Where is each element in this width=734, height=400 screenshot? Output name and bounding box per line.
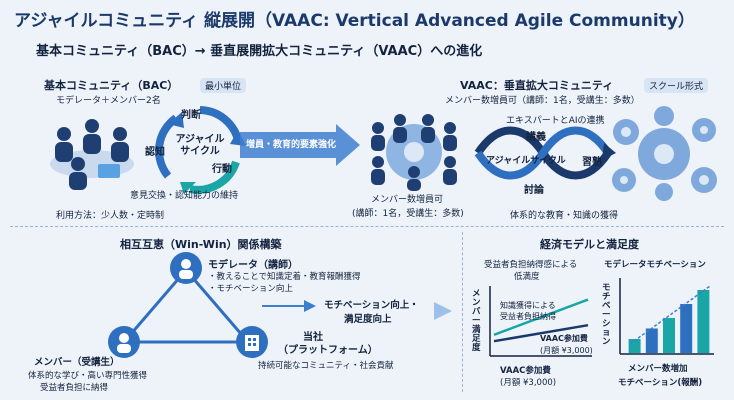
main-arrow (240, 124, 360, 166)
vaac-badge: スクール形式 (644, 78, 709, 93)
member-line-2: 受益者負担に納得 (40, 383, 109, 393)
econ-right-bar-4 (697, 290, 710, 353)
econ-right-chart (619, 278, 714, 355)
platform-title: 当社 (303, 332, 323, 343)
middle-label-line1: メンバー数増員可 (371, 195, 444, 205)
econ-left-xlabel-2: (月額 ¥3,000) (500, 378, 557, 388)
econ-right-xlabel-1: メンバー数増加 (628, 364, 688, 374)
bac-cycle-center: アジャイル サイクル (175, 134, 225, 157)
vaac-expert: エキスパートとAIの連携 (506, 116, 605, 126)
moderator-point-2: ・モチベーション向上 (208, 284, 293, 294)
econ-left-mid-label-1: 知識獲得による (500, 301, 556, 310)
result-arrow (262, 300, 452, 320)
econ-left-series-1-line (493, 298, 589, 336)
bac-members: モデレータ＋メンバー2名 (56, 96, 161, 106)
moderator-title: モデレータ（講師） (208, 260, 298, 271)
moderator-point-1: ・教えることで知識定着・教育報酬獲得 (208, 272, 361, 282)
vaac-members: メンバー数増員可（講師：1名，受講生：多数） (445, 96, 640, 106)
economic-title: 経済モデルと満足度 (540, 238, 639, 251)
bac-title: 基本コミュニティ（BAC） (44, 79, 179, 92)
econ-left-line-label-2: (月額 ¥3,000) (540, 346, 593, 355)
bac-note: 意見交換・認知能力の維持 (130, 191, 239, 201)
vaac-gear-cluster (612, 106, 717, 201)
econ-left-top-label-2: 低満度 (514, 272, 540, 282)
bac-method: 利用方法：少人数・定時制 (56, 211, 165, 221)
bac-cycle-label-recognize: 認知 (145, 147, 165, 158)
econ-right-bar-3 (680, 304, 693, 353)
bac-people-illustration (50, 119, 134, 190)
bac-cycle-label-judge: 判断 (181, 110, 201, 121)
vaac-cycle: アジャイルサイクル (486, 156, 566, 166)
page-title: アジャイルコミュニティ 縦展開（VAAC: Vertical Advanced … (14, 11, 695, 31)
vaac-agile-loop (474, 126, 616, 180)
winwin-title: 相互互恵（Win-Win）関係構築 (120, 238, 282, 251)
middle-label-line2: (講師：1名，受講生：多数) (352, 209, 464, 219)
section-divider (10, 226, 724, 227)
vaac-practice: 習熟 (582, 157, 602, 168)
econ-right-xlabel-2: モチベーション(報酬) (618, 378, 703, 388)
member-line-1: 体系的な学び・高い専門性獲得 (28, 371, 148, 381)
econ-left-chart (489, 286, 592, 357)
econ-left-mid-label-2: 受益者負担納得 (500, 312, 556, 321)
bac-cycle-label-act: 行動 (212, 164, 232, 175)
econ-left-top-label-1: 受益者負担納得感による (484, 260, 578, 270)
main-arrow-label: 増員・教育的要素強化 (246, 140, 337, 150)
bac-agile-cycle (155, 106, 246, 194)
vaac-discussion: 討論 (524, 185, 544, 196)
bottom-divider (462, 232, 463, 392)
platform-sub: （プラットフォーム） (278, 345, 378, 356)
result-line-1: モチベーション向上・ (324, 300, 419, 311)
vaac-lecture: 講義 (526, 132, 546, 143)
page-subtitle: 基本コミュニティ（BAC）→ 垂直展開拡大コミュニティ（VAAC）への進化 (36, 44, 483, 59)
econ-left-ylabel: メンバー満足度 (472, 289, 481, 353)
middle-gear-people-illustration (371, 114, 457, 191)
member-title: メンバー（受講生） (34, 357, 120, 368)
econ-right-ylabel: モチベーション (602, 283, 611, 347)
econ-right-bar-2 (663, 318, 675, 353)
bac-badge: 最小単位 (200, 78, 247, 93)
econ-right-title: モデレータモチベーション (604, 260, 706, 270)
platform-building-icon (236, 326, 268, 358)
econ-left-line-label-1: VAAC参加費 (540, 334, 588, 343)
econ-left-xlabel-1: VAAC参加費 (500, 366, 551, 376)
platform-note: 持続可能なコミュニティ・社会貢献 (258, 361, 394, 371)
vaac-note: 体系的な教育・知識の獲得 (510, 211, 619, 221)
member-avatar (108, 326, 140, 358)
result-line-2: 満足度向上 (344, 314, 392, 325)
econ-right-bar-1 (645, 328, 658, 353)
econ-left-series-2-line (493, 323, 589, 343)
moderator-avatar (170, 252, 202, 284)
vaac-title: VAAC：垂直拡大コミュニティ (460, 79, 614, 92)
